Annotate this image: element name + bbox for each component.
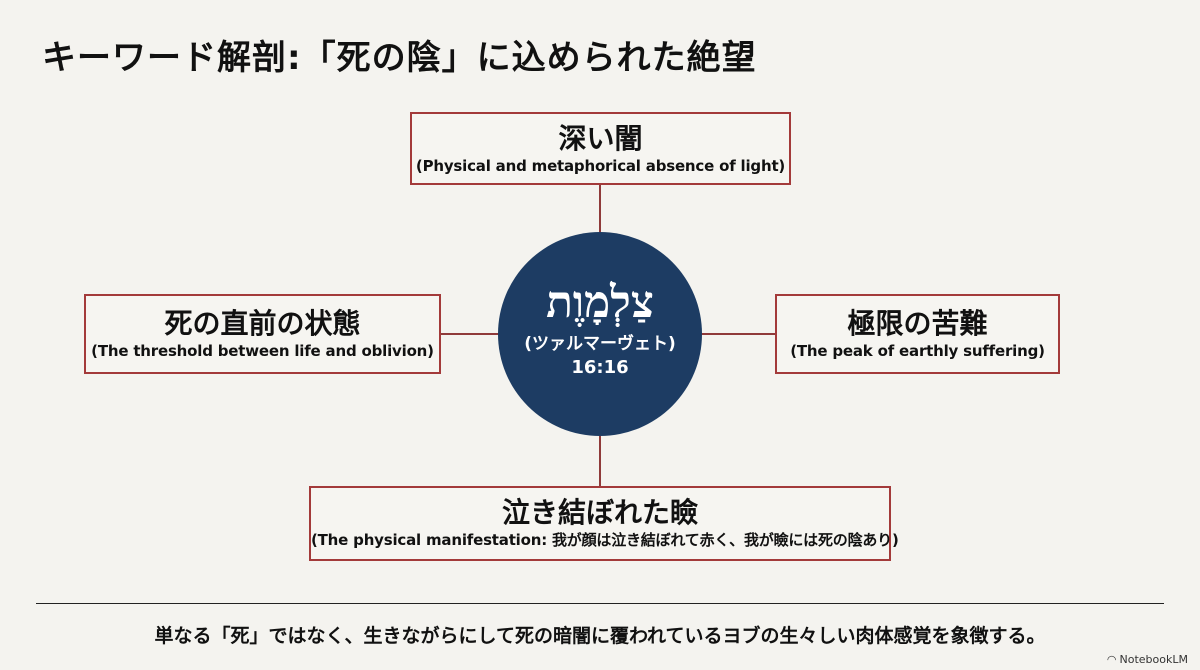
- node-deep-darkness: 深い闇 (Physical and metaphorical absence o…: [410, 112, 791, 185]
- notebooklm-logo-icon: ◠: [1106, 653, 1117, 666]
- node-subtitle: (The peak of earthly suffering): [790, 342, 1045, 360]
- node-extreme-suffering: 極限の苦難 (The peak of earthly suffering): [775, 294, 1060, 374]
- verse-reference: 16:16: [571, 357, 629, 378]
- node-subtitle: (Physical and metaphorical absence of li…: [415, 157, 786, 175]
- node-subtitle: (The threshold between life and oblivion…: [91, 342, 434, 360]
- connector-left: [440, 333, 502, 335]
- node-threshold-of-death: 死の直前の状態 (The threshold between life and …: [84, 294, 441, 374]
- brand-watermark: ◠ NotebookLM: [1107, 653, 1188, 666]
- node-title: 深い闇: [558, 122, 643, 155]
- node-subtitle: (The physical manifestation: 我が顔は泣き結ぼれて赤…: [311, 531, 899, 549]
- connector-top: [599, 184, 601, 232]
- brand-label: NotebookLM: [1119, 653, 1188, 666]
- node-title: 死の直前の状態: [164, 307, 361, 340]
- footer-summary: 単なる「死」ではなく、生きながらにして死の暗闇に覆われているヨブの生々しい肉体感…: [154, 625, 1046, 647]
- connector-bottom: [599, 436, 601, 486]
- slide-title: キーワード解剖:「死の陰」に込められた絶望: [42, 38, 757, 78]
- connector-right: [698, 333, 776, 335]
- node-title: 泣き結ぼれた瞼: [501, 496, 698, 529]
- hebrew-keyword: צַלְמָוֶת: [546, 277, 654, 328]
- node-title: 極限の苦難: [847, 307, 988, 340]
- center-keyword-circle: צַלְמָוֶת (ツァルマーヴェト) 16:16: [498, 232, 702, 436]
- footer-divider: [36, 603, 1164, 604]
- node-swollen-eyelids: 泣き結ぼれた瞼 (The physical manifestation: 我が顔…: [309, 486, 899, 561]
- keyword-reading: (ツァルマーヴェト): [524, 334, 676, 354]
